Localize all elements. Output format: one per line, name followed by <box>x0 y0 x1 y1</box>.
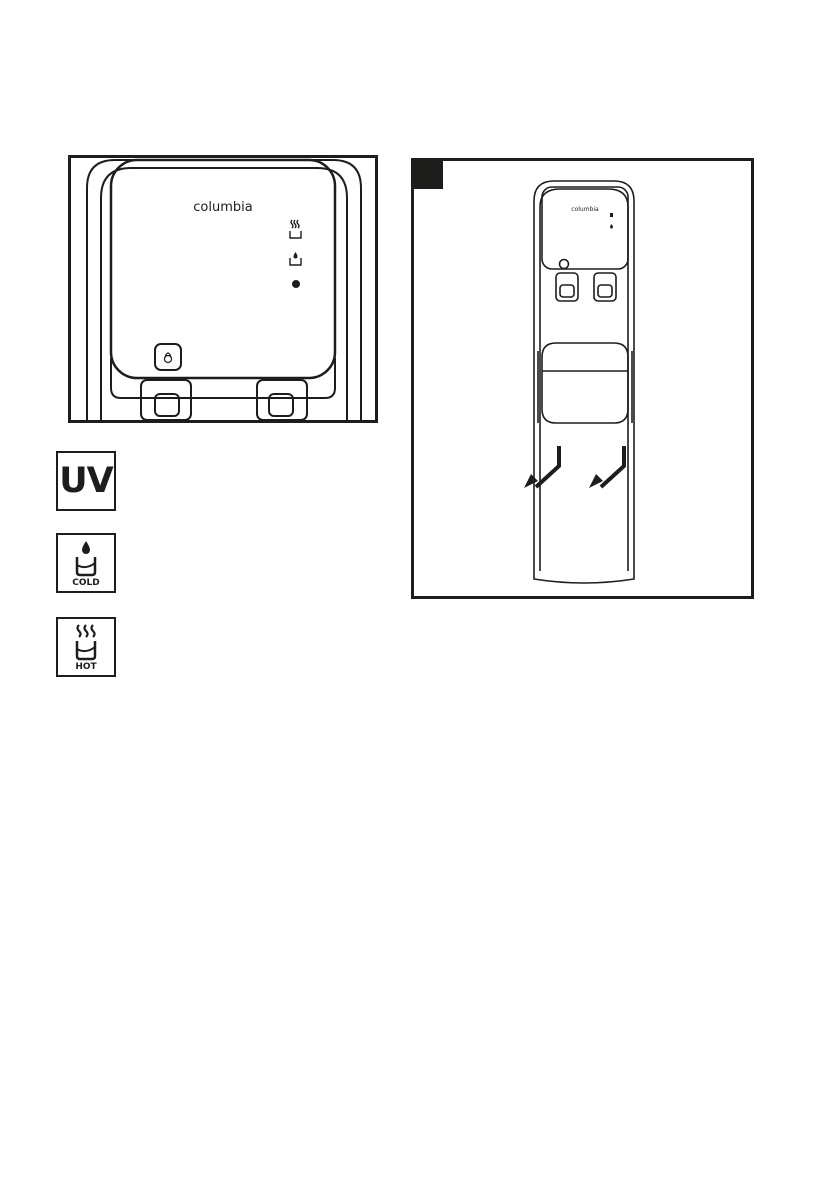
hot-icon: HOT <box>56 617 116 677</box>
brand-label: columbia <box>193 200 252 215</box>
cold-icon-label: COLD <box>58 578 114 588</box>
hot-water-indicator[interactable] <box>290 220 301 238</box>
cold-icon: COLD <box>56 533 116 593</box>
control-panel-figure: columbia <box>68 155 378 423</box>
power-indicator <box>292 280 300 288</box>
control-panel-drawing: columbia <box>71 158 375 420</box>
child-lock-icon[interactable] <box>165 353 172 363</box>
hot-icon-label: HOT <box>58 662 114 672</box>
dispenser-drawing: columbia <box>414 161 751 596</box>
dispenser-hot-indicator <box>610 213 613 217</box>
uv-icon: UV <box>56 451 116 511</box>
dispenser-brand-label: columbia <box>571 206 599 213</box>
lift-arrow-right <box>601 446 624 487</box>
dispenser-cold-indicator <box>610 224 613 229</box>
dispenser-figure: columbia <box>411 158 754 599</box>
cold-water-indicator[interactable] <box>290 252 301 265</box>
step-badge <box>414 161 443 189</box>
uv-icon-label: UV <box>58 457 114 505</box>
